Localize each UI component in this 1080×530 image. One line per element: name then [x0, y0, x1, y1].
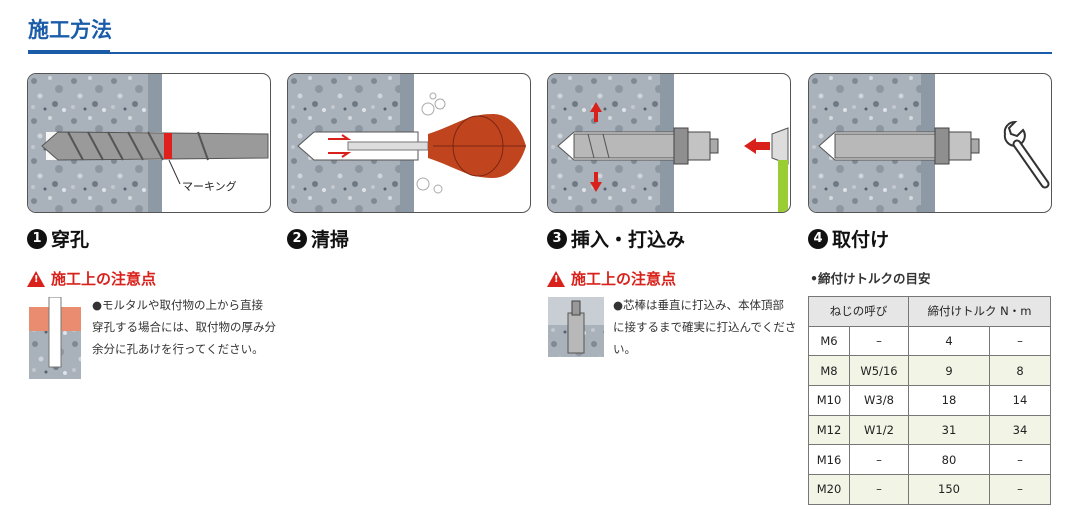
note-line: い。	[613, 342, 636, 356]
table-cell: 8	[989, 355, 1051, 387]
step-3-label: 3 挿入・打込み	[547, 225, 685, 252]
note-line: に接するまで確実に打込んでくださ	[613, 320, 797, 334]
table-cell: M16	[808, 444, 850, 476]
table-cell: M10	[808, 385, 850, 416]
table-row: M8 W5/16 9 8	[808, 355, 1051, 387]
table-row: M10 W3/8 18 14	[808, 385, 1051, 416]
note-line: ●芯棒は垂直に打込み、本体頂部	[613, 298, 785, 312]
table-cell: M20	[808, 474, 850, 505]
table-row: M6 – 4 –	[808, 325, 1051, 357]
caution-2-illustration	[548, 297, 604, 361]
title-underline	[28, 50, 1052, 54]
step-title: 挿入・打込み	[571, 229, 686, 251]
marking-label: マーキング	[182, 179, 237, 193]
step-2-illustration	[287, 73, 531, 213]
table-row: M20 – 150 –	[808, 474, 1051, 505]
step-number-badge: 3	[547, 228, 567, 249]
column-header: ねじの呼び	[808, 296, 909, 327]
step-4-illustration	[808, 73, 1052, 213]
step-title: 清掃	[311, 229, 350, 251]
table-header-row: ねじの呼び 締付けトルク N・m	[808, 296, 1051, 327]
table-row: M16 – 80 –	[808, 444, 1051, 476]
step-number-badge: 4	[808, 228, 828, 249]
caution-heading-1: ! 施工上の注意点	[27, 268, 156, 289]
torque-table: ねじの呼び 締付けトルク N・m M6 – 4 – M8 W5/16 9 8 M…	[808, 296, 1051, 505]
step-3-illustration	[547, 73, 791, 213]
table-cell: –	[989, 325, 1051, 357]
table-cell: 34	[989, 414, 1051, 446]
step-2-label: 2 清掃	[287, 225, 349, 252]
table-cell: 18	[908, 385, 990, 416]
table-cell: 14	[989, 385, 1051, 416]
table-cell: –	[849, 474, 909, 505]
caution-1-text: ●モルタルや取付物の上から直接 穿孔する場合には、取付物の厚み分 余分に孔あけを…	[92, 294, 276, 360]
torque-heading: •締付けトルクの目安	[810, 271, 931, 286]
table-cell: W3/8	[849, 385, 909, 416]
table-cell: –	[849, 444, 909, 476]
table-cell: M6	[808, 325, 850, 357]
step-title: 取付け	[832, 229, 890, 251]
step-1-illustration: マーキング	[27, 73, 271, 213]
note-line: ●モルタルや取付物の上から直接	[92, 298, 264, 312]
table-cell: W5/16	[849, 355, 909, 387]
table-cell: W1/2	[849, 414, 909, 446]
note-line: 余分に孔あけを行ってください。	[92, 342, 264, 356]
caution-heading-2: ! 施工上の注意点	[547, 268, 676, 289]
table-cell: 80	[908, 444, 990, 476]
page-title: 施工方法	[28, 18, 112, 42]
step-title: 穿孔	[51, 229, 90, 251]
caution-title: 施工上の注意点	[571, 270, 677, 288]
table-cell: –	[849, 325, 909, 357]
table-row: M12 W1/2 31 34	[808, 414, 1051, 446]
table-cell: 31	[908, 414, 990, 446]
caution-title: 施工上の注意点	[51, 270, 157, 288]
warning-icon: !	[547, 270, 565, 287]
caution-2-text: ●芯棒は垂直に打込み、本体頂部 に接するまで確実に打込んでくださ い。	[613, 294, 796, 360]
note-line: 穿孔する場合には、取付物の厚み分	[92, 320, 276, 334]
caution-1-illustration	[29, 296, 81, 383]
step-1-label: 1 穿孔	[27, 225, 89, 252]
step-number-badge: 1	[27, 228, 47, 249]
table-cell: 4	[908, 325, 990, 357]
table-cell: M8	[808, 355, 850, 387]
step-4-label: 4 取付け	[808, 225, 889, 252]
table-cell: 150	[908, 474, 990, 505]
step-number-badge: 2	[287, 228, 307, 249]
warning-icon: !	[27, 270, 45, 287]
column-header: 締付けトルク N・m	[908, 296, 1051, 327]
table-cell: –	[989, 444, 1051, 476]
table-cell: –	[989, 474, 1051, 505]
table-cell: 9	[908, 355, 990, 387]
table-cell: M12	[808, 414, 850, 446]
